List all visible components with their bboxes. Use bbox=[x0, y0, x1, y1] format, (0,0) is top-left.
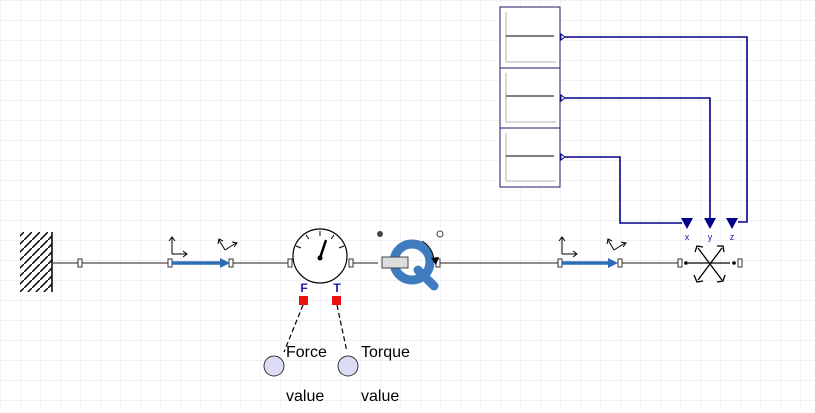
world-force-element[interactable] bbox=[684, 245, 736, 283]
force-port-label: F bbox=[300, 281, 307, 295]
axis-label-x: x bbox=[685, 232, 690, 242]
torque-value-label: value bbox=[361, 388, 399, 405]
frame-axes-icon bbox=[168, 236, 188, 258]
input-port-z[interactable] bbox=[726, 218, 738, 229]
force-torque-sensor[interactable]: F T bbox=[292, 228, 348, 305]
torque-label: Torque bbox=[361, 344, 410, 361]
fixed-translation-2[interactable] bbox=[558, 236, 627, 268]
force-label: Force bbox=[286, 344, 327, 361]
signal-source-icon bbox=[505, 73, 556, 123]
signal-wire-y[interactable] bbox=[565, 97, 711, 218]
signal-source-block-3[interactable] bbox=[499, 127, 561, 188]
real-display-icon bbox=[263, 355, 285, 377]
input-port-y[interactable] bbox=[704, 218, 716, 229]
frame-connectors bbox=[77, 258, 743, 268]
fixed-translation-1[interactable] bbox=[168, 236, 238, 268]
fixed-wall[interactable] bbox=[20, 232, 53, 292]
signal-wire-x[interactable] bbox=[565, 156, 682, 224]
signal-source-icon bbox=[505, 133, 556, 182]
flange-b-dot bbox=[436, 230, 444, 238]
output-port-1[interactable] bbox=[560, 33, 566, 41]
frame-axes-icon bbox=[558, 236, 578, 258]
force-output-port[interactable] bbox=[299, 296, 308, 305]
frame-axes-rotated-icon bbox=[217, 238, 238, 251]
signal-source-block-2[interactable] bbox=[499, 67, 561, 129]
input-port-x[interactable] bbox=[681, 218, 693, 229]
force-value-label: value bbox=[286, 388, 324, 405]
axis-label-z: z bbox=[730, 232, 735, 242]
world-forces-icon bbox=[688, 245, 730, 283]
signal-source-icon bbox=[505, 12, 556, 63]
force-sensor-wire[interactable] bbox=[283, 304, 304, 353]
output-port-2[interactable] bbox=[560, 94, 566, 102]
torque-port-label: T bbox=[333, 281, 341, 295]
fixed-wall-icon bbox=[20, 232, 52, 292]
force-display[interactable]: Force value bbox=[263, 344, 327, 405]
revolute-joint-icon bbox=[381, 239, 439, 291]
revolute-joint[interactable] bbox=[377, 230, 444, 291]
torque-sensor-wire[interactable] bbox=[336, 304, 348, 353]
torque-display[interactable]: Torque value bbox=[337, 344, 410, 405]
axis-label-y: y bbox=[708, 232, 713, 242]
flange-a-dot bbox=[377, 231, 383, 237]
frame-axes-rotated-icon bbox=[606, 238, 627, 251]
torque-output-port[interactable] bbox=[332, 296, 341, 305]
signal-wire-z[interactable] bbox=[565, 36, 748, 223]
real-display-icon bbox=[337, 355, 359, 377]
signal-source-block-1[interactable] bbox=[499, 6, 561, 69]
output-port-3[interactable] bbox=[560, 153, 566, 161]
